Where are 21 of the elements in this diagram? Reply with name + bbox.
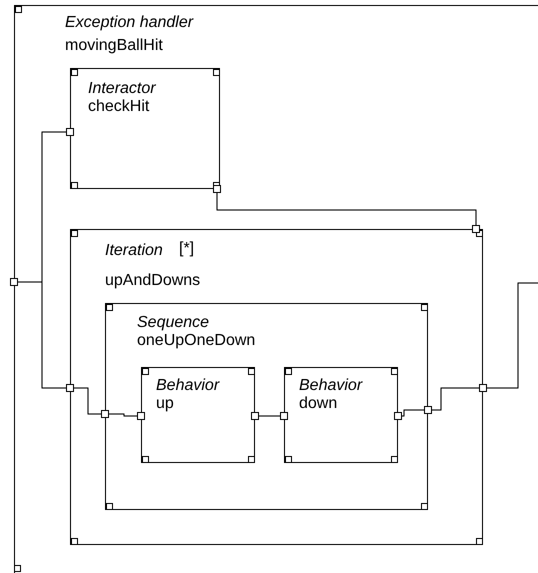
name-label: [*] xyxy=(179,240,194,258)
type-label: Behavior xyxy=(299,377,362,395)
behavior-box xyxy=(284,367,398,463)
behavior-box xyxy=(141,367,255,463)
type-label: Exception handler xyxy=(65,14,194,32)
name-label: oneUpOneDown xyxy=(137,332,256,350)
connector-line xyxy=(251,412,288,420)
type-label: Behavior xyxy=(156,377,220,395)
name-label: upAndDowns xyxy=(105,272,200,290)
type-label: Interactor xyxy=(88,80,156,98)
iteration-box xyxy=(70,229,483,545)
interactor-box xyxy=(70,68,220,189)
name-label: checkHit xyxy=(88,98,150,116)
connector-line xyxy=(213,185,480,233)
name-label: movingBallHit xyxy=(65,37,163,55)
name-label: down xyxy=(299,395,338,413)
name-label: up xyxy=(156,395,174,413)
sequence-box xyxy=(105,303,428,510)
type-label: Iteration xyxy=(105,242,163,260)
type-label: Sequence xyxy=(137,314,210,332)
exception-handler-frame xyxy=(14,5,538,573)
